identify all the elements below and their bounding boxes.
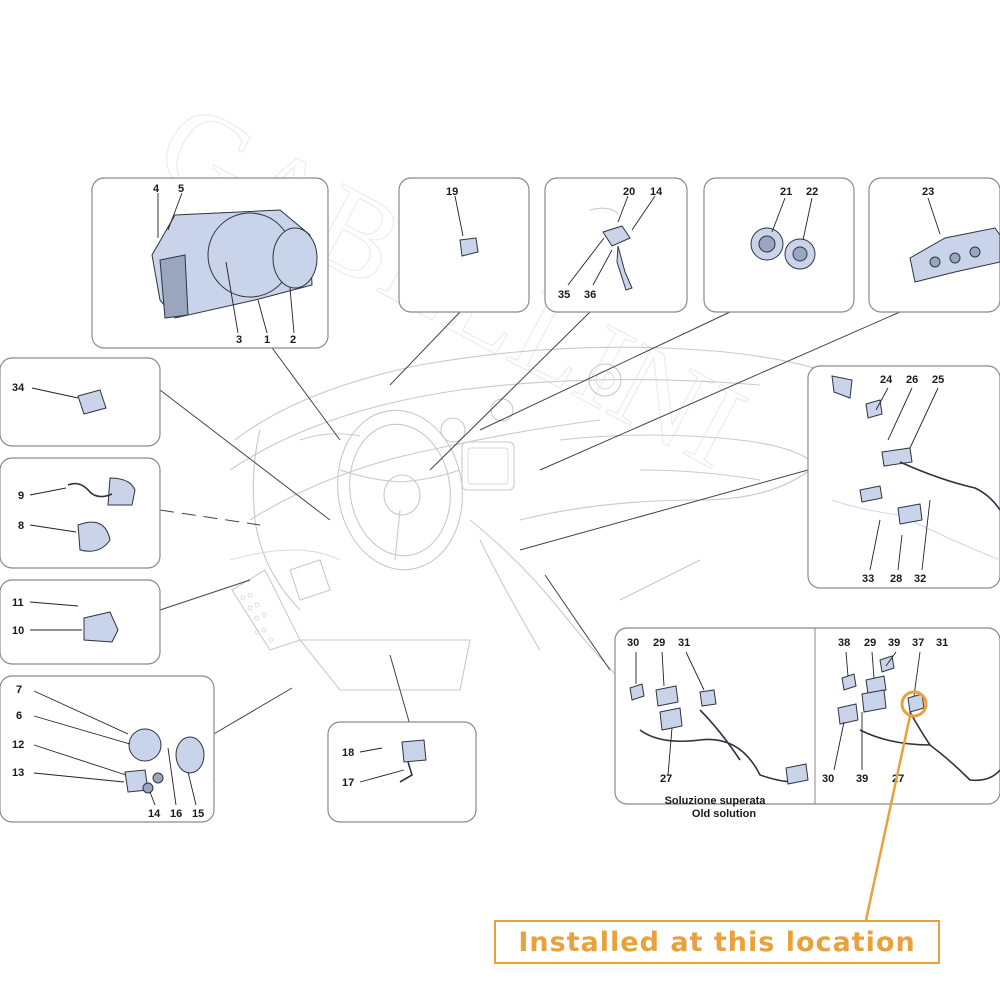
label-14: 14 — [148, 808, 161, 820]
panel-8-9: 9 8 — [0, 457, 161, 569]
label-29-new: 29 — [864, 637, 876, 649]
label-13: 13 — [12, 767, 24, 779]
label-7: 7 — [16, 684, 22, 696]
label-22: 22 — [806, 186, 818, 198]
label-38: 38 — [838, 637, 850, 649]
label-14-top: 14 — [650, 186, 663, 198]
label-30-new: 30 — [822, 773, 834, 785]
panel-23: 23 — [868, 177, 1000, 313]
panel-old-and-new-solution: 30 29 31 27 Soluzione superata Old solut… — [614, 627, 1000, 820]
label-6: 6 — [16, 710, 22, 722]
panel-21-22: 21 22 — [703, 177, 855, 313]
label-29-old: 29 — [653, 637, 665, 649]
label-31-old: 31 — [678, 637, 690, 649]
label-25: 25 — [932, 374, 944, 386]
panel-10-11: 11 10 — [0, 579, 161, 665]
label-26: 26 — [906, 374, 918, 386]
label-17: 17 — [342, 777, 354, 789]
label-27-old: 27 — [660, 773, 672, 785]
label-39-bottom: 39 — [856, 773, 868, 785]
label-9: 9 — [18, 490, 24, 502]
label-19: 19 — [446, 186, 458, 198]
label-20: 20 — [623, 186, 635, 198]
old-solution-caption-en: Old solution — [692, 808, 756, 820]
label-32: 32 — [914, 573, 926, 585]
label-35: 35 — [558, 289, 570, 301]
pointer-lines — [159, 311, 901, 736]
label-28: 28 — [890, 573, 902, 585]
install-location-callout: Installed at this location — [494, 920, 940, 964]
label-39-top: 39 — [888, 637, 900, 649]
callout-text: Installed at this location — [518, 926, 916, 958]
label-31-new: 31 — [936, 637, 948, 649]
panel-6-7-12-16: 7 6 12 13 14 16 15 — [0, 675, 215, 823]
label-23: 23 — [922, 186, 934, 198]
label-8: 8 — [18, 520, 24, 532]
panel-34: 34 — [0, 357, 161, 447]
install-location-highlight — [864, 690, 928, 921]
label-18: 18 — [342, 747, 354, 759]
label-24: 24 — [880, 374, 893, 386]
panel-instrument-cluster: 4 5 3 1 2 — [91, 177, 329, 349]
panel-17-18: 18 17 — [327, 721, 477, 823]
label-2: 2 — [290, 334, 296, 346]
label-4: 4 — [153, 183, 160, 195]
label-15: 15 — [192, 808, 204, 820]
label-36: 36 — [584, 289, 596, 301]
label-30-old: 30 — [627, 637, 639, 649]
panel-20-14-35-36: 20 14 35 36 — [544, 177, 688, 313]
label-37: 37 — [912, 637, 924, 649]
label-33: 33 — [862, 573, 874, 585]
label-16: 16 — [170, 808, 182, 820]
label-10: 10 — [12, 625, 24, 637]
label-12: 12 — [12, 739, 24, 751]
label-34: 34 — [12, 382, 25, 394]
label-21: 21 — [780, 186, 792, 198]
label-5: 5 — [178, 183, 184, 195]
label-3: 3 — [236, 334, 242, 346]
panel-24-33: 24 26 25 33 28 32 — [807, 365, 1000, 589]
old-solution-caption-it: Soluzione superata — [665, 795, 767, 807]
label-1: 1 — [264, 334, 270, 346]
label-11: 11 — [12, 597, 24, 609]
panel-19: 19 — [398, 177, 530, 313]
